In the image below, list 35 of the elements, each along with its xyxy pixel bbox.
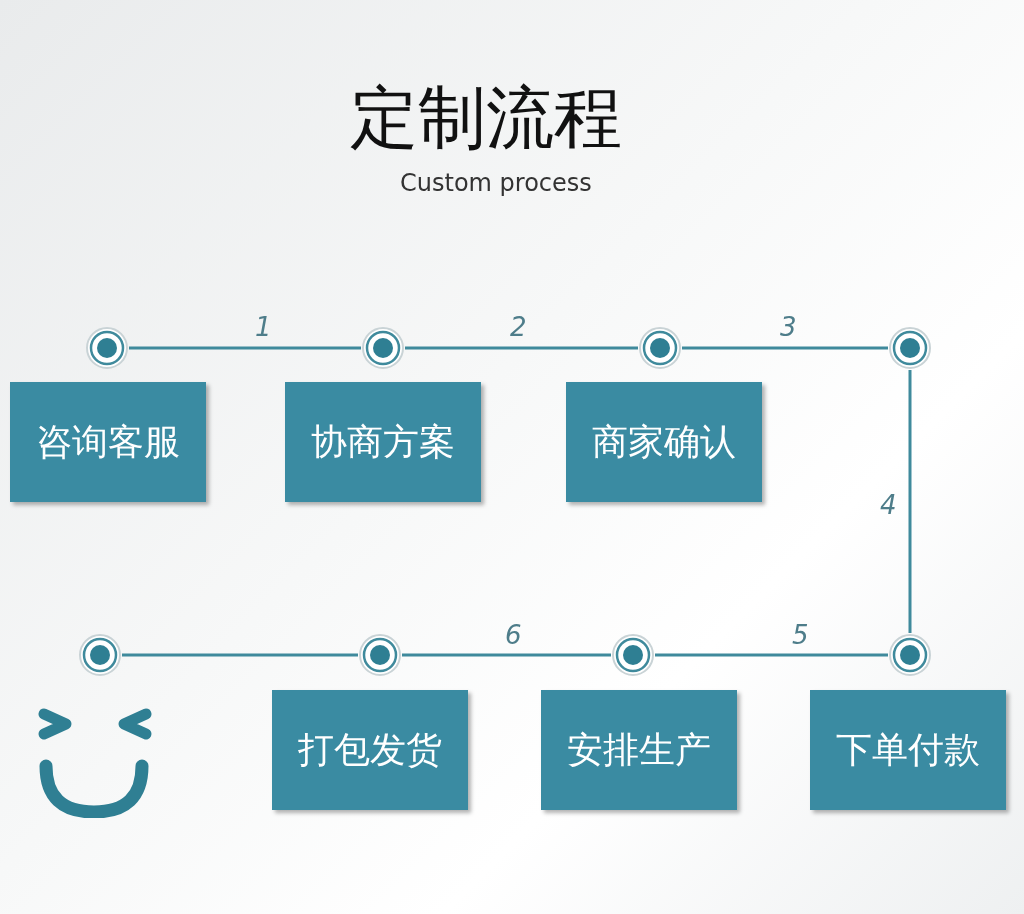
connector-line <box>129 346 361 350</box>
junction-circle <box>358 633 402 677</box>
edge-label: 6 <box>505 620 522 650</box>
edge-label: 5 <box>792 620 809 650</box>
connector-line <box>122 653 358 657</box>
junction-circle <box>611 633 655 677</box>
connector-line <box>405 346 638 350</box>
junction-circle <box>78 633 122 677</box>
edge-label: 3 <box>780 312 797 342</box>
edge-label: 1 <box>255 312 272 342</box>
step-box <box>566 382 762 502</box>
junction-circle <box>361 326 405 370</box>
edge-label: 4 <box>880 490 897 520</box>
subtitle: Custom process <box>400 168 592 198</box>
title: 定制流程 <box>350 78 622 158</box>
step-box <box>10 382 206 502</box>
junction-circle <box>638 326 682 370</box>
step-label: 安排生产 <box>567 727 711 772</box>
step-label: 下单付款 <box>836 727 980 772</box>
step-box <box>285 382 481 502</box>
step-label: 协商方案 <box>311 419 455 464</box>
junction-circle <box>888 326 932 370</box>
connector-line <box>682 346 888 350</box>
connector-line <box>655 653 888 657</box>
step-label: 商家确认 <box>592 419 736 464</box>
step-box <box>541 690 737 810</box>
junction-circle <box>85 326 129 370</box>
junction-circle <box>888 633 932 677</box>
connector-line <box>402 653 611 657</box>
connector-line <box>908 370 912 633</box>
edge-label: 2 <box>510 312 527 342</box>
step-label: 打包发货 <box>298 727 442 772</box>
step-label: 咨询客服 <box>36 419 180 464</box>
step-box <box>272 690 468 810</box>
step-box <box>810 690 1006 810</box>
